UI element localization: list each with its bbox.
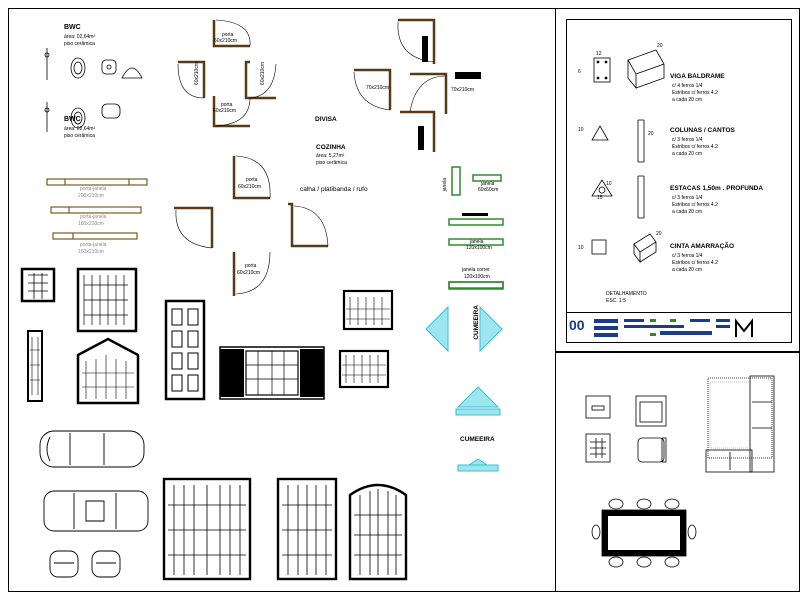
door1-dim: 60x210cm (214, 38, 238, 44)
car-plans (39, 430, 149, 578)
estacas-title: ESTACAS 1,50m . PROFUNDA (670, 185, 764, 192)
coluna-section (591, 119, 645, 163)
door-plans-group-2 (353, 18, 448, 152)
furniture-frame (556, 352, 800, 592)
pj1-label: porta-janela (80, 186, 107, 192)
detail-scale: ESC. 1:5 (606, 298, 627, 304)
viga-d1: 12 (596, 51, 602, 57)
sheet-number: 00 (569, 317, 585, 333)
coluna-l2: Estribos c/ ferros 4.2 (672, 144, 718, 150)
bwc1-title: BWC (64, 24, 81, 31)
porta-janela-elevations (46, 178, 148, 240)
bwc2-title: BWC (64, 116, 81, 123)
title-block (566, 312, 792, 343)
estacas-l1: c/ 3 ferros 1/4 (672, 195, 703, 201)
door-leaf-black (455, 72, 481, 79)
janela3-dim: 120x100cm (466, 245, 492, 251)
door7-label: porta (246, 177, 258, 183)
janela2-label: janela (481, 181, 495, 187)
door2-dim: 60x210cm (213, 108, 237, 114)
janela4-label: janela correr (462, 267, 490, 273)
bwc2-area: área: 02,64m² (64, 126, 96, 132)
door1-label: porta (222, 32, 234, 38)
detail-frame (556, 8, 800, 352)
large-door-elevations (162, 477, 408, 581)
door5-dim: 70x210cm (366, 85, 390, 91)
cumeeira-vertical: CUMEEIRA (473, 305, 480, 340)
coluna-l3: a cada 20 cm (672, 151, 703, 157)
cinta-d1: 10 (578, 245, 584, 251)
door3-dim: 60x210cm (194, 62, 200, 86)
door6-dim: 70x210cm (451, 87, 475, 93)
estacas-d1: 15 (597, 195, 603, 201)
viga-title: VIGA BALDRAME (670, 73, 725, 80)
pj3-label: porta-janela (80, 242, 107, 248)
door-plans-group-3 (174, 155, 329, 296)
coluna-l1: c/ 3 ferros 1/4 (672, 137, 703, 143)
viga-l1: c/ 4 ferros 1/4 (672, 83, 703, 89)
estacas-l3: a cada 20 cm (672, 209, 703, 215)
viga-l2: Estribos c/ ferros 4.2 (672, 90, 718, 96)
cozinha-title: COZINHA (316, 144, 346, 151)
door7-dim: 60x210cm (238, 184, 262, 190)
title-block-logo-bars (594, 318, 753, 337)
cozinha-area: área: 5,27m² (316, 153, 345, 159)
viga-section (593, 49, 665, 90)
divisa-label: DIVISA (315, 116, 337, 123)
estacas-section (591, 175, 645, 219)
furniture-plans (585, 375, 775, 568)
door8-dim: 60x210cm (237, 270, 261, 276)
estacas-d2: 10 (606, 181, 612, 187)
pj2-dim: 180x210cm (78, 221, 104, 227)
bwc2-floor: piso cerâmica (64, 133, 95, 139)
door2-label: porta (221, 102, 233, 108)
coluna-d1: 10 (578, 127, 584, 133)
calha-label: calha / platibanda / rufo (300, 186, 368, 193)
cinta-section (591, 233, 657, 264)
bwc1-floor: piso cerâmica (64, 41, 95, 47)
door4-dim: 60x210cm (260, 62, 266, 86)
pj1-dim: 200x210cm (78, 193, 104, 199)
janela4-dim: 120x100cm (464, 274, 490, 280)
pj3-dim: 160x210cm (78, 249, 104, 255)
janela2-dim: 60x60cm (478, 187, 499, 193)
door8-label: porta (245, 263, 257, 269)
cinta-title: CINTA AMARRAÇÃO (670, 243, 735, 250)
door-plans-group-1 (177, 19, 277, 128)
janela3-label: janela (470, 239, 484, 245)
viga-d2: 20 (657, 43, 663, 49)
viga-d3: 6 (578, 69, 581, 75)
cinta-d2: 20 (656, 231, 662, 237)
cumeeira-diagrams (425, 305, 503, 472)
cumeeira-horizontal: CUMEEIRA (460, 436, 495, 443)
coluna-d2: 20 (648, 131, 654, 137)
pj2-label: porta-janela (80, 214, 107, 220)
main-frame (8, 8, 556, 592)
coluna-title: COLUNAS / CANTOS (670, 127, 735, 134)
bathroom-fixtures (44, 48, 143, 132)
janela1-label: janela (442, 178, 448, 192)
viga-l3: a cada 20 cm (672, 97, 703, 103)
cinta-l3: a cada 20 cm (672, 267, 703, 273)
cinta-l1: c/ 3 ferros 1/4 (672, 253, 703, 259)
cinta-l2: Estribos c/ ferros 4.2 (672, 260, 718, 266)
estacas-l2: Estribos c/ ferros 4.2 (672, 202, 718, 208)
cozinha-floor: piso cerâmica (316, 160, 347, 166)
window-correr (448, 281, 504, 290)
window-elevations (20, 267, 394, 405)
bwc1-area: área: 02,64m² (64, 34, 96, 40)
detail-footer: DETALHAMENTO (606, 291, 647, 297)
